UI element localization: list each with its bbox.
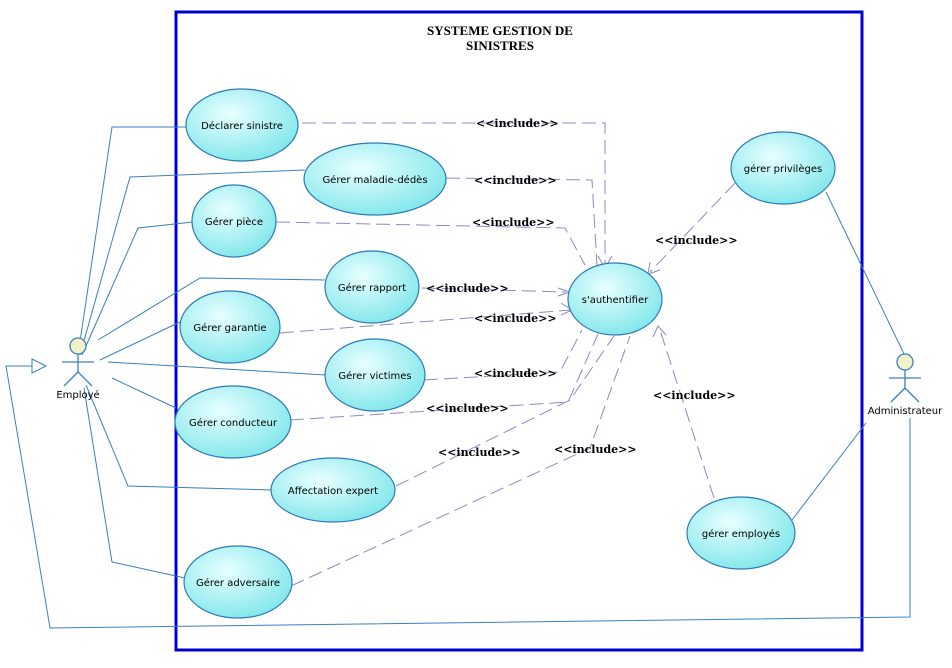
- use-case-gerer-employes[interactable]: gérer employés: [686, 496, 796, 570]
- include-label: <<include>>: [474, 367, 557, 380]
- include-label: <<include>>: [426, 282, 509, 295]
- include-label: <<include>>: [476, 117, 559, 130]
- actor-head-icon: [896, 353, 914, 371]
- use-case-label: Gérer victimes: [338, 370, 411, 382]
- include-label: <<include>>: [474, 312, 557, 325]
- include-label: <<include>>: [438, 446, 521, 459]
- use-case-label: Gérer garantie: [193, 322, 266, 334]
- use-case-gerer-conducteur[interactable]: Gérer conducteur: [174, 385, 292, 459]
- system-boundary: [174, 10, 864, 652]
- employe-associations: [5, 126, 911, 629]
- admin-associations: [791, 191, 906, 521]
- system-title-line1: SYSTEME GESTION DE: [427, 23, 573, 38]
- use-case-gerer-garantie[interactable]: Gérer garantie: [179, 290, 281, 364]
- use-case-label: Gérer pièce: [205, 216, 263, 228]
- include-label: <<include>>: [474, 174, 557, 187]
- include-label: <<include>>: [472, 216, 555, 229]
- actor-employe-label: Employé: [56, 389, 99, 401]
- actor-administrateur-label: Administrateur: [868, 406, 943, 417]
- generalization-arrowhead: [31, 358, 48, 374]
- use-case-label: gérer employés: [702, 528, 780, 540]
- actor-employe[interactable]: [62, 337, 94, 387]
- include-relations: [275, 122, 736, 587]
- use-case-label: Affectation expert: [288, 486, 378, 497]
- use-case-label: Gérer maladie-dédès: [322, 174, 427, 186]
- use-case-label: Gérer adversaire: [196, 577, 280, 589]
- include-label: <<include>>: [426, 402, 509, 415]
- use-case-label: Gérer conducteur: [189, 417, 278, 429]
- use-case-gerer-privileges[interactable]: gérer privilèges: [730, 131, 836, 205]
- use-case-label: Gérer rapport: [338, 282, 406, 294]
- actor-head-icon: [69, 337, 87, 355]
- use-case-gerer-maladie-deces[interactable]: Gérer maladie-dédès: [303, 142, 447, 216]
- system-title-line2: SINISTRES: [466, 38, 534, 53]
- use-case-label: Déclarer sinistre: [201, 120, 283, 132]
- include-label: <<include>>: [653, 389, 736, 402]
- use-case-gerer-rapport[interactable]: Gérer rapport: [324, 250, 420, 324]
- use-case-gerer-piece[interactable]: Gérer pièce: [191, 184, 277, 258]
- include-label: <<include>>: [655, 234, 738, 247]
- use-case-label: s'authentifier: [582, 295, 649, 306]
- use-case-s-authentifier[interactable]: s'authentifier: [567, 262, 663, 336]
- actor-administrateur[interactable]: [889, 353, 921, 403]
- use-case-label: gérer privilèges: [744, 163, 822, 175]
- include-labels: <<include>> <<include>> <<include>> <<in…: [426, 117, 738, 459]
- use-case-gerer-victimes[interactable]: Gérer victimes: [324, 338, 426, 412]
- use-case-gerer-adversaire[interactable]: Gérer adversaire: [183, 545, 293, 619]
- use-case-affectation-expert[interactable]: Affectation expert: [270, 457, 396, 523]
- use-case-declarer-sinistre[interactable]: Déclarer sinistre: [185, 88, 299, 162]
- include-label: <<include>>: [554, 443, 637, 456]
